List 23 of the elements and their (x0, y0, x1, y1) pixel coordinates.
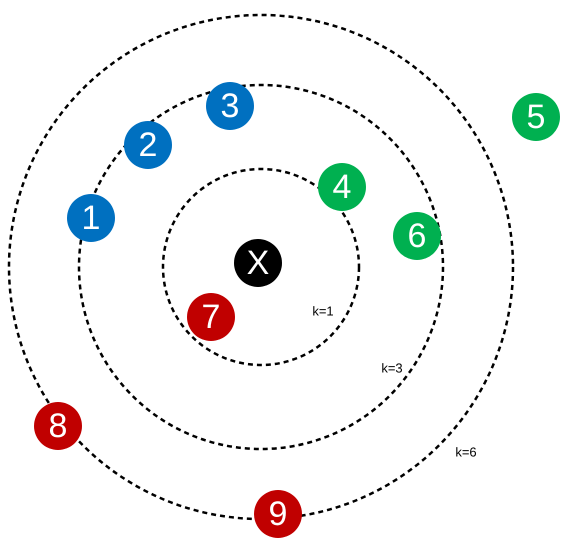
point-circle (393, 212, 441, 260)
k-value-label: k=1 (312, 304, 334, 318)
point-circle (34, 402, 82, 450)
point-label: 8 (48, 409, 68, 443)
point-label: 2 (138, 128, 158, 162)
point-circle (67, 194, 115, 242)
point-circle (206, 82, 254, 130)
point-circle (512, 93, 560, 141)
point-label: 6 (408, 219, 426, 253)
point-label: X (246, 246, 270, 280)
point-label: 3 (220, 89, 240, 123)
point-label: 9 (268, 497, 288, 531)
point-label: 1 (82, 201, 100, 235)
k-value-label: k=3 (381, 360, 403, 376)
point-label: 7 (202, 300, 220, 334)
point-circle (187, 293, 235, 341)
point-circle (254, 490, 302, 538)
point-label: 5 (526, 100, 546, 134)
point-circle (124, 121, 172, 169)
point-label: 4 (332, 170, 352, 204)
point-circle (318, 163, 366, 211)
k-value-label: k=6 (455, 444, 477, 460)
point-circle (234, 239, 282, 287)
